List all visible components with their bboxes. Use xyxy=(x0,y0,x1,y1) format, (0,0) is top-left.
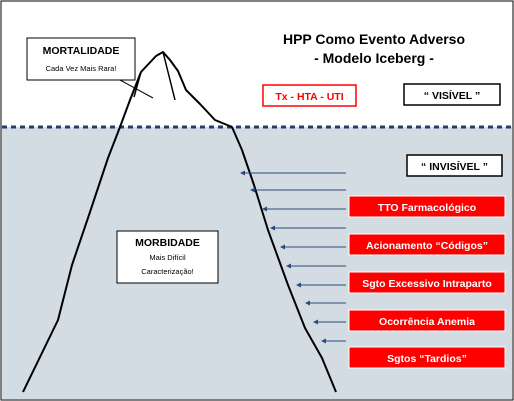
mortalidade-heading: MORTALIDADE xyxy=(43,45,120,57)
hidden-item-box xyxy=(348,271,506,294)
hidden-item-box xyxy=(348,346,506,369)
hidden-item-label: Sgto Excessivo Intraparto xyxy=(362,278,492,290)
arrow-head xyxy=(321,338,326,344)
arrow-head xyxy=(296,282,301,288)
iceberg-outline xyxy=(22,51,337,393)
arrow xyxy=(262,206,346,212)
hidden-item-box xyxy=(348,233,506,256)
arrow xyxy=(286,263,346,269)
arrow-group xyxy=(240,170,346,344)
morbidade-heading: MORBIDADE xyxy=(135,237,200,249)
hidden-item-label: Sgtos “Tardios” xyxy=(387,353,467,365)
arrow xyxy=(270,225,346,231)
visible-indicator-box xyxy=(262,84,357,107)
arrow-head xyxy=(240,170,245,176)
arrow-head xyxy=(250,187,255,193)
hidden-item-label: Acionamento “Códigos” xyxy=(366,240,488,252)
iceberg-ridge xyxy=(133,71,142,98)
visible-label-box xyxy=(403,83,501,106)
morbidade-box xyxy=(116,230,219,284)
arrow-head xyxy=(270,225,275,231)
arrow-head xyxy=(313,319,318,325)
arrow xyxy=(280,244,346,250)
arrow-head xyxy=(280,244,285,250)
visible-indicator-text: Tx - HTA - UTI xyxy=(275,91,343,103)
arrow-head xyxy=(286,263,291,269)
hidden-item-box xyxy=(348,195,506,218)
mortalidade-pointer xyxy=(119,79,154,99)
morbidade-subtext-2: Caracterização! xyxy=(141,267,194,276)
visible-label: “ VISÍVEL ” xyxy=(424,89,480,102)
arrow-head xyxy=(305,300,310,306)
arrow xyxy=(313,319,346,325)
hidden-item-label: Ocorrência Anemia xyxy=(379,316,475,328)
hidden-item-label: TTO Farmacológico xyxy=(378,202,476,214)
morbidade-subtext-1: Mais Difícil xyxy=(149,253,186,262)
diagram-title-line2: - Modelo Iceberg - xyxy=(314,50,434,66)
diagram-title-line1: HPP Como Evento Adverso xyxy=(283,31,465,47)
invisible-label: “ INVISÍVEL ” xyxy=(421,160,488,173)
arrow xyxy=(240,170,346,176)
mortalidade-box xyxy=(26,37,136,81)
arrow xyxy=(250,187,346,193)
arrow xyxy=(296,282,346,288)
arrow-head xyxy=(262,206,267,212)
hidden-item-box xyxy=(348,309,506,332)
mortalidade-subtext: Cada Vez Mais Rara! xyxy=(46,64,117,73)
arrow xyxy=(305,300,346,306)
invisible-label-box xyxy=(406,154,503,177)
iceberg-ridge xyxy=(162,51,176,101)
arrow xyxy=(321,338,346,344)
